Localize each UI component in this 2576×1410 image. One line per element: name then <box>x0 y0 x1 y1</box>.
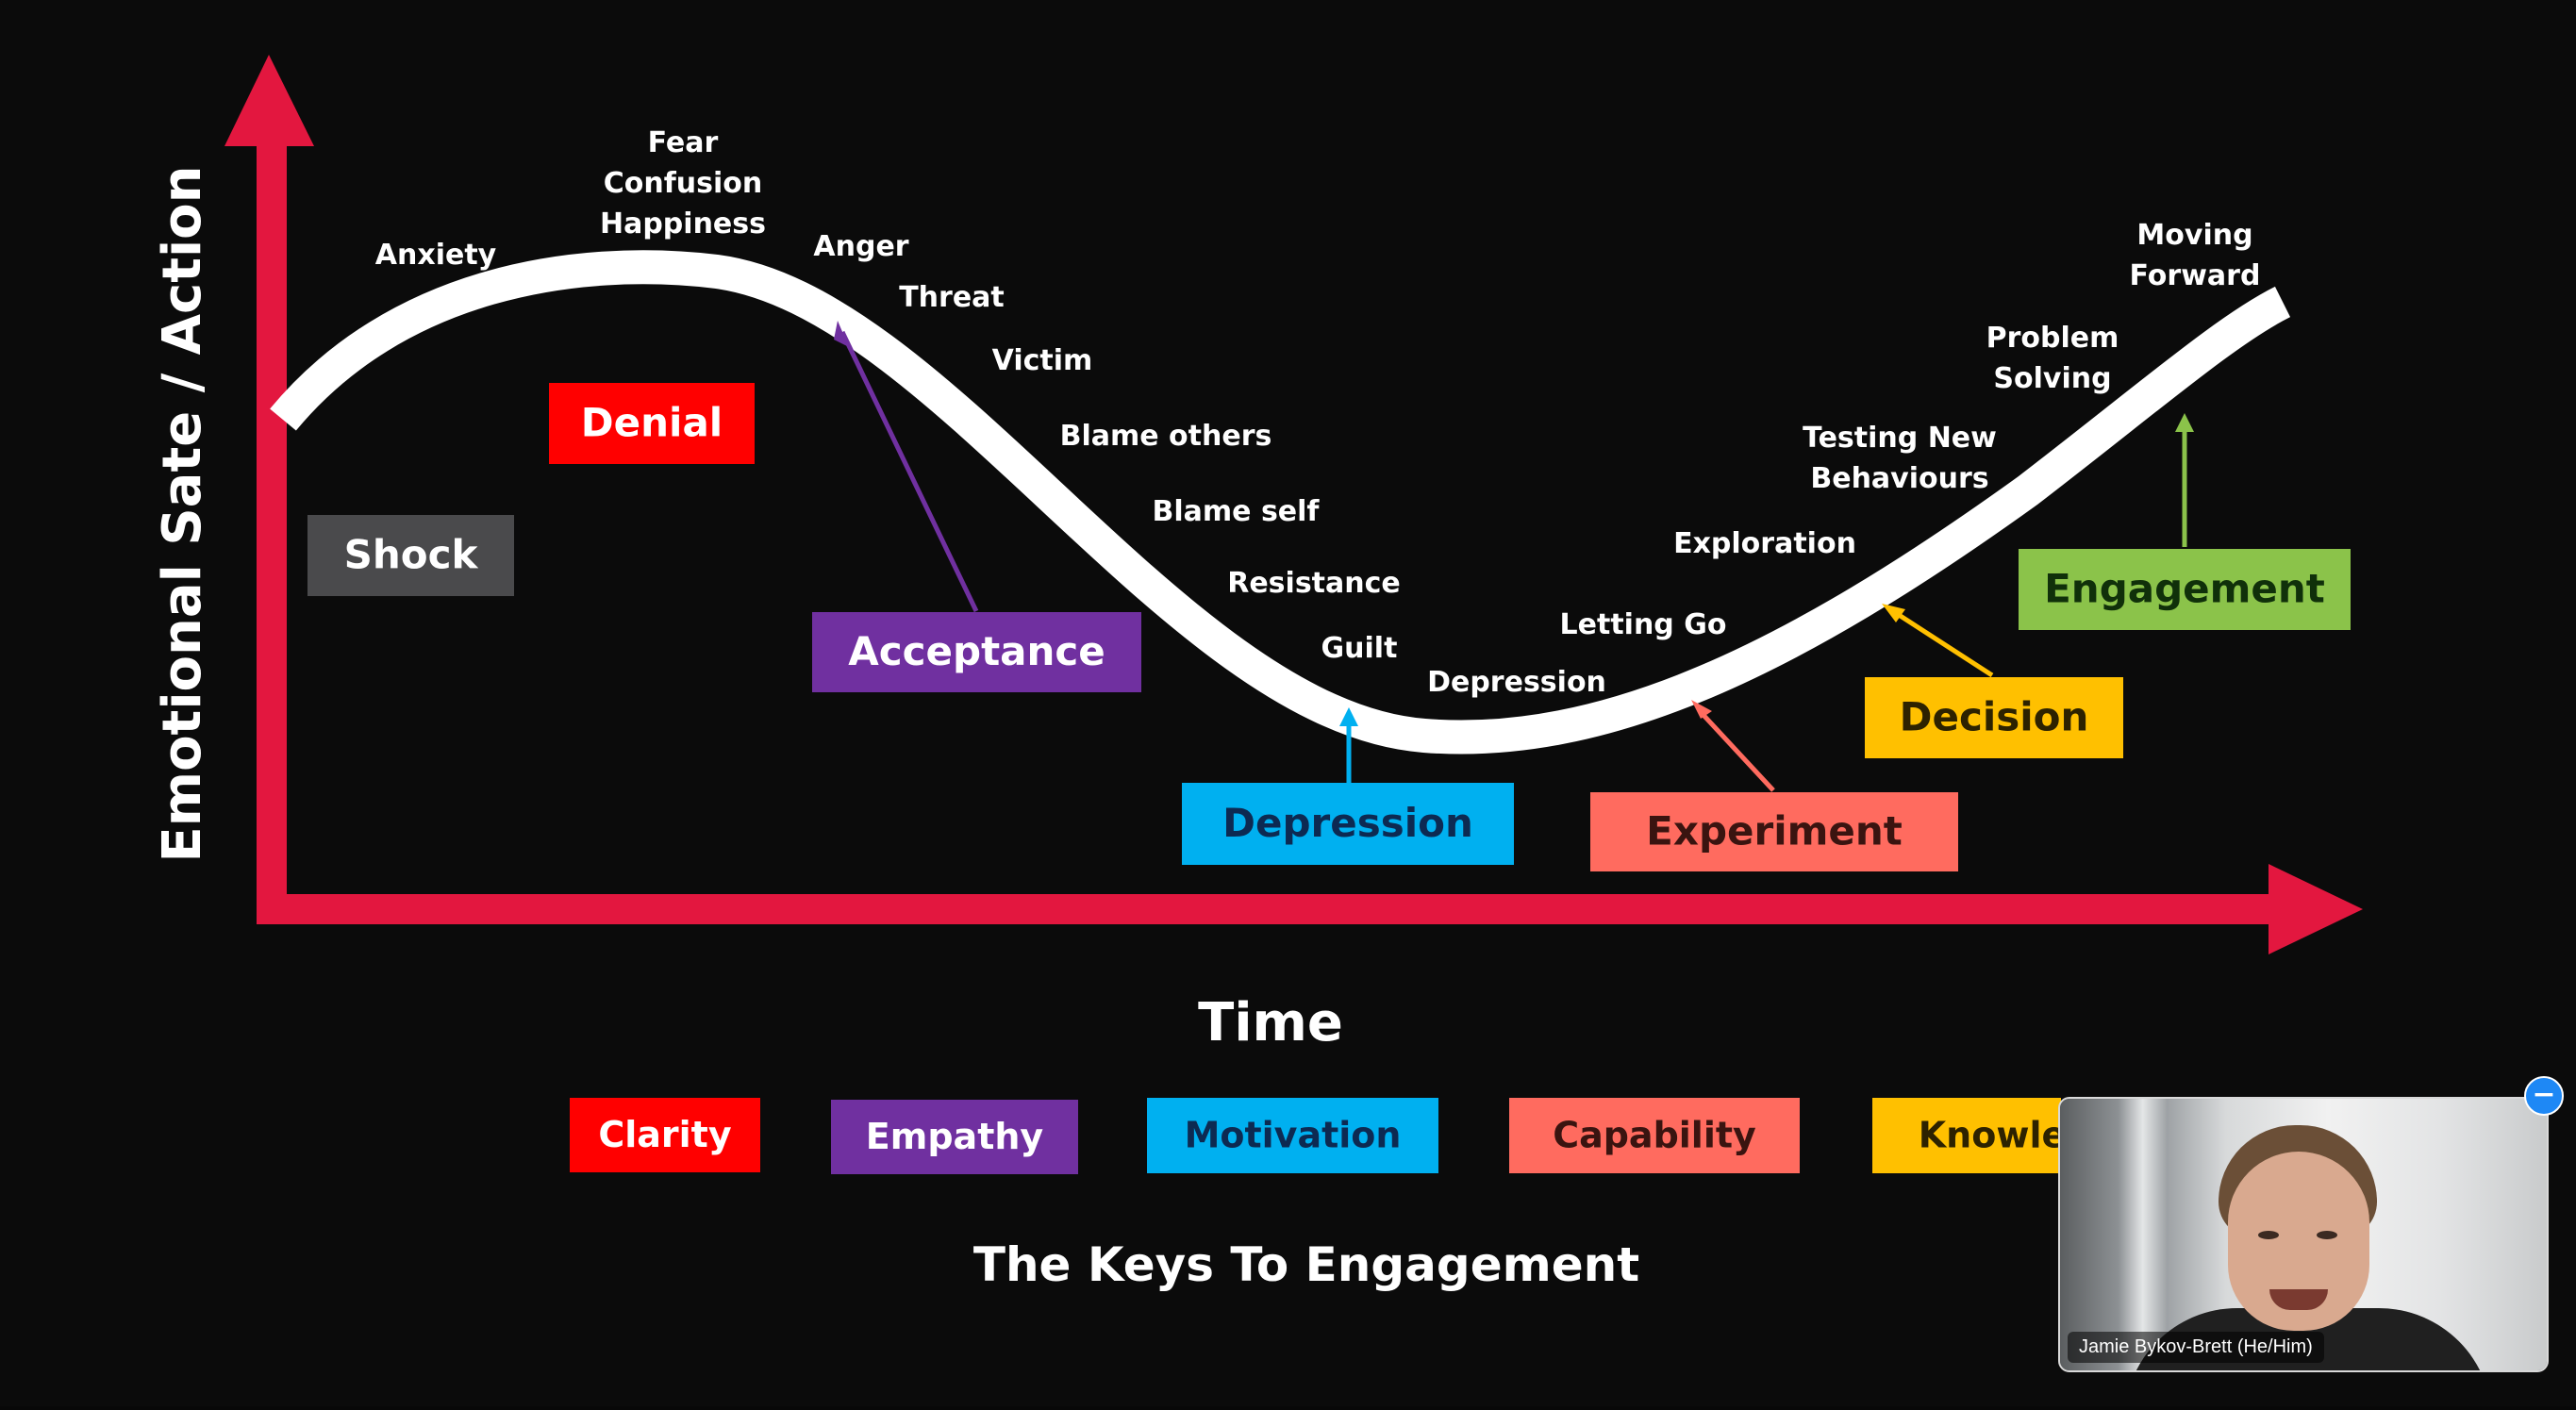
stage-connectors <box>834 321 2194 792</box>
emotion-label: Blame self <box>1153 495 1321 528</box>
key-box-motivation <box>1147 1098 1438 1173</box>
decision-arrow-shaft <box>1894 610 1994 678</box>
emotion-label-line: Threat <box>899 281 1005 314</box>
emotion-label-line: Confusion <box>604 167 763 200</box>
key-label-empathy: Empathy <box>866 1116 1044 1157</box>
y-axis-label: Emotional Sate / Action <box>152 165 213 862</box>
x-axis-arrowhead <box>2269 864 2363 954</box>
acceptance-arrow-head <box>834 321 849 347</box>
stage-box-depression <box>1182 783 1514 865</box>
emotion-label-line: Resistance <box>1227 567 1401 600</box>
emotion-label: Resistance <box>1227 567 1401 600</box>
participant-mouth <box>2269 1289 2328 1310</box>
stage-label-decision: Decision <box>1900 694 2089 740</box>
footer-title: The Keys To Engagement <box>973 1237 1639 1292</box>
key-label-capability: Capability <box>1553 1115 1756 1156</box>
emotion-label-line: Letting Go <box>1560 608 1727 641</box>
emotion-label-line: Solving <box>1993 362 2111 395</box>
x-axis-line <box>257 894 2275 924</box>
stage-box-denial <box>549 383 755 464</box>
emotion-label-line: Happiness <box>600 207 766 241</box>
key-box-clarity <box>570 1098 760 1172</box>
stage-label-depression: Depression <box>1222 800 1473 846</box>
change-curve <box>270 250 2291 755</box>
emotion-label-line: Blame self <box>1153 495 1321 528</box>
stage-label-denial: Denial <box>581 400 723 446</box>
stage-box-shock <box>307 515 514 596</box>
emotion-label: Anxiety <box>375 239 497 272</box>
emotion-label-line: Forward <box>2130 259 2261 292</box>
experiment-arrow-head <box>1691 700 1712 719</box>
emotion-label-line: Anger <box>813 230 908 263</box>
participant-video-tile[interactable]: Jamie Bykov-Brett (He/Him) <box>2058 1097 2549 1372</box>
emotion-label: Guilt <box>1321 632 1398 665</box>
key-box-empathy <box>831 1100 1078 1174</box>
key-box-capability <box>1509 1098 1800 1173</box>
emotion-label-line: Guilt <box>1321 632 1398 665</box>
stage-box-engagement <box>2019 549 2351 630</box>
emotion-label: Anger <box>813 230 908 263</box>
stage-label-acceptance: Acceptance <box>848 628 1105 674</box>
emotion-label-line: Testing New <box>1803 422 1997 455</box>
minus-icon[interactable]: − <box>2524 1076 2564 1116</box>
emotion-label: Letting Go <box>1560 608 1727 641</box>
emotion-label-line: Moving <box>2136 219 2252 252</box>
emotion-label-line: Blame others <box>1060 420 1272 453</box>
emotion-label-line: Anxiety <box>375 239 497 272</box>
participant-name-label: Jamie Bykov-Brett (He/Him) <box>2068 1332 2324 1363</box>
key-box-knowle <box>1872 1098 2061 1173</box>
key-label-clarity: Clarity <box>598 1114 731 1155</box>
emotion-label: Threat <box>899 281 1005 314</box>
experiment-arrow-shaft <box>1699 710 1775 792</box>
stage-label-engagement: Engagement <box>2044 566 2325 612</box>
stage-label-shock: Shock <box>344 532 479 578</box>
y-axis-line <box>257 132 287 924</box>
key-label-knowle: Knowle <box>1919 1115 2067 1156</box>
emotion-label-line: Exploration <box>1673 527 1856 560</box>
engagement-keys: Clarity Empathy Motivation Capability Knowle <box>570 1098 2066 1174</box>
emotion-label-line: Problem <box>1986 322 2119 355</box>
y-axis-arrowhead <box>224 55 314 146</box>
engagement-arrow-head <box>2175 413 2194 432</box>
emotion-label-line: Depression <box>1427 666 1606 699</box>
emotion-label: Exploration <box>1673 527 1856 560</box>
participant-eye-right <box>2317 1231 2337 1239</box>
key-label-motivation: Motivation <box>1185 1115 1402 1156</box>
stage-box-experiment <box>1590 792 1958 871</box>
stage-box-decision <box>1865 677 2123 758</box>
x-axis-label: Time <box>1198 992 1343 1053</box>
decision-arrow-head <box>1882 604 1905 622</box>
emotion-label-line: Behaviours <box>1810 462 1988 495</box>
stage-label-experiment: Experiment <box>1646 808 1903 854</box>
stage-box-acceptance <box>812 612 1141 692</box>
emotion-label-line: Fear <box>648 126 719 159</box>
depression-arrow-head <box>1339 707 1358 726</box>
emotion-label: Blame others <box>1060 420 1272 453</box>
emotion-label: Depression <box>1427 666 1606 699</box>
participant-eye-left <box>2258 1231 2279 1239</box>
acceptance-arrow-shaft <box>839 330 979 613</box>
emotion-label-line: Victim <box>992 344 1093 377</box>
emotion-label: Victim <box>992 344 1093 377</box>
